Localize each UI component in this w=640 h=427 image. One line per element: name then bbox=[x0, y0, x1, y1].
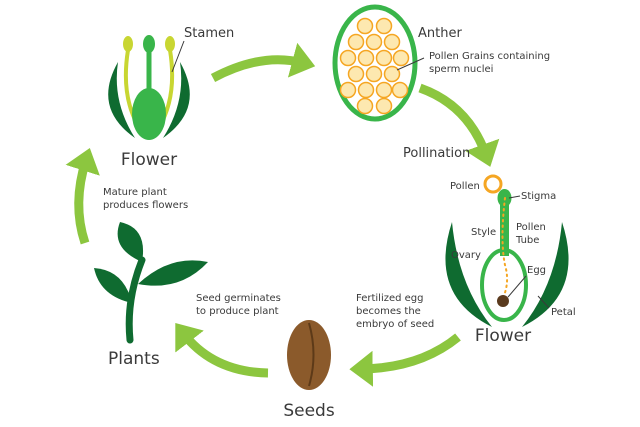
plants-label: Plants bbox=[108, 349, 160, 369]
stamen-pointer-line bbox=[171, 40, 185, 73]
arrow-plants-to-flower bbox=[65, 147, 100, 245]
pollination-label: Pollination bbox=[403, 146, 470, 161]
fertilized-label-line1: Fertilized egg bbox=[356, 293, 424, 304]
pollen-tube-label-line1: Pollen bbox=[516, 222, 546, 233]
stigma-pointer-line bbox=[508, 195, 521, 199]
flower-top-label: Flower bbox=[121, 150, 177, 170]
arrow-anther-to-pollination bbox=[418, 83, 500, 167]
petal-pointer-line bbox=[537, 295, 550, 309]
mature-plant-label-line2: produces flowers bbox=[103, 200, 188, 211]
arrow-seeds-to-plants bbox=[175, 323, 269, 378]
flower-right-label: Flower bbox=[475, 326, 531, 346]
pollen-label: Pollen bbox=[450, 181, 480, 192]
stigma-label: Stigma bbox=[521, 191, 556, 202]
germinate-label-line2: to produce plant bbox=[196, 306, 279, 317]
pollen-grains-label-line1: Pollen Grains containing bbox=[429, 51, 550, 62]
fertilized-label-line2: becomes the bbox=[356, 306, 421, 317]
seedling-illustration bbox=[94, 222, 208, 344]
anther-illustration bbox=[332, 4, 418, 122]
mature-plant-label-line1: Mature plant bbox=[103, 187, 167, 198]
style-label: Style bbox=[471, 227, 496, 238]
anther-pointer-line bbox=[396, 57, 425, 71]
anther-label: Anther bbox=[418, 26, 462, 41]
arrow-flower-to-anther bbox=[210, 42, 316, 82]
seeds-label: Seeds bbox=[283, 401, 335, 421]
petal-label: Petal bbox=[551, 307, 576, 318]
flower-stamen-illustration bbox=[108, 35, 190, 140]
pistil-flower-illustration bbox=[445, 189, 569, 327]
stamen-label: Stamen bbox=[184, 26, 234, 41]
ovary-label: Ovary bbox=[451, 250, 481, 261]
seed-illustration bbox=[287, 320, 331, 390]
germinate-label-line1: Seed germinates bbox=[196, 293, 281, 304]
arrow-flower-to-seeds bbox=[349, 333, 461, 387]
fertilized-label-line3: embryo of seed bbox=[356, 319, 434, 330]
egg-pointer-line bbox=[507, 275, 527, 298]
pollen-grain bbox=[483, 174, 503, 194]
pollen-tube-label-line2: Tube bbox=[515, 235, 539, 246]
egg-label: Egg bbox=[527, 265, 546, 276]
pollen-grains-label-line2: sperm nuclei bbox=[429, 64, 493, 75]
